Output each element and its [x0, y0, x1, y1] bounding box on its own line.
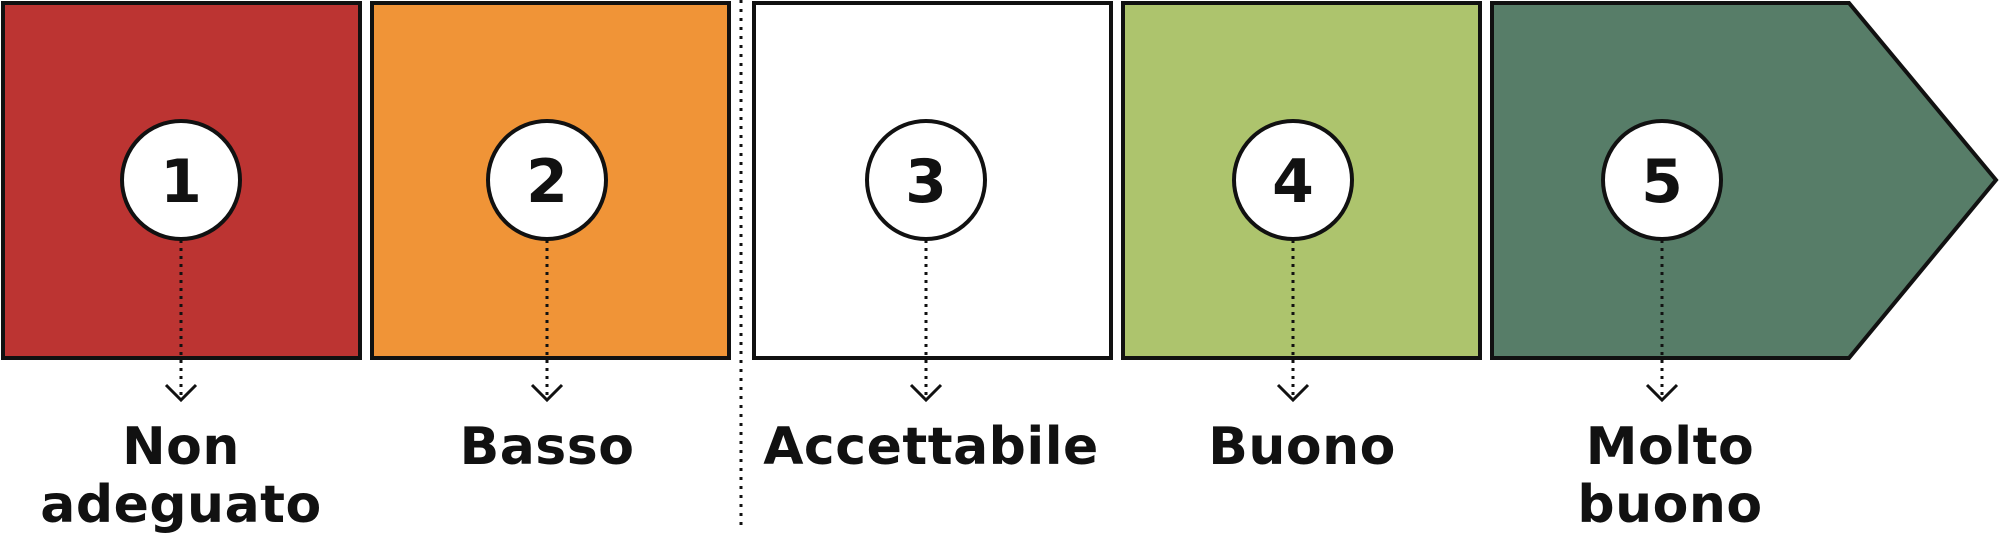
step-5-label-line1: Molto	[1585, 417, 1755, 477]
step-1-connector	[164, 240, 198, 403]
step-1-label-line1: Non	[122, 417, 240, 477]
step-1-badge: 1	[120, 119, 242, 241]
step-3-connector	[909, 240, 943, 403]
step-3-box	[752, 1, 1113, 360]
step-2-label: Basso	[367, 418, 727, 476]
step-4-label: Buono	[1122, 418, 1482, 476]
step-3-badge: 3	[865, 119, 987, 241]
step-5-arrow	[1490, 1, 1999, 360]
step-2-label-line1: Basso	[459, 417, 635, 477]
step-3-number: 3	[905, 147, 947, 217]
step-5-number: 5	[1641, 147, 1683, 217]
step-4-connector	[1276, 240, 1310, 403]
step-1-label-line2: adeguato	[40, 475, 322, 535]
step-1-number: 1	[160, 147, 202, 217]
step-2-badge: 2	[486, 119, 608, 241]
step-5-connector	[1645, 240, 1679, 403]
step-3-label-line1: Accettabile	[763, 417, 1099, 477]
step-4-number: 4	[1272, 147, 1314, 217]
step-4-badge: 4	[1232, 119, 1354, 241]
step-3-label: Accettabile	[751, 418, 1111, 476]
step-2-connector	[530, 240, 564, 403]
step-5-badge: 5	[1601, 119, 1723, 241]
step-5-label-line2: buono	[1577, 475, 1763, 535]
step-5-label: Molto buono	[1490, 418, 1850, 534]
step-4-label-line1: Buono	[1208, 417, 1396, 477]
step-1-label: Non adeguato	[1, 418, 361, 534]
step-2-number: 2	[526, 147, 568, 217]
